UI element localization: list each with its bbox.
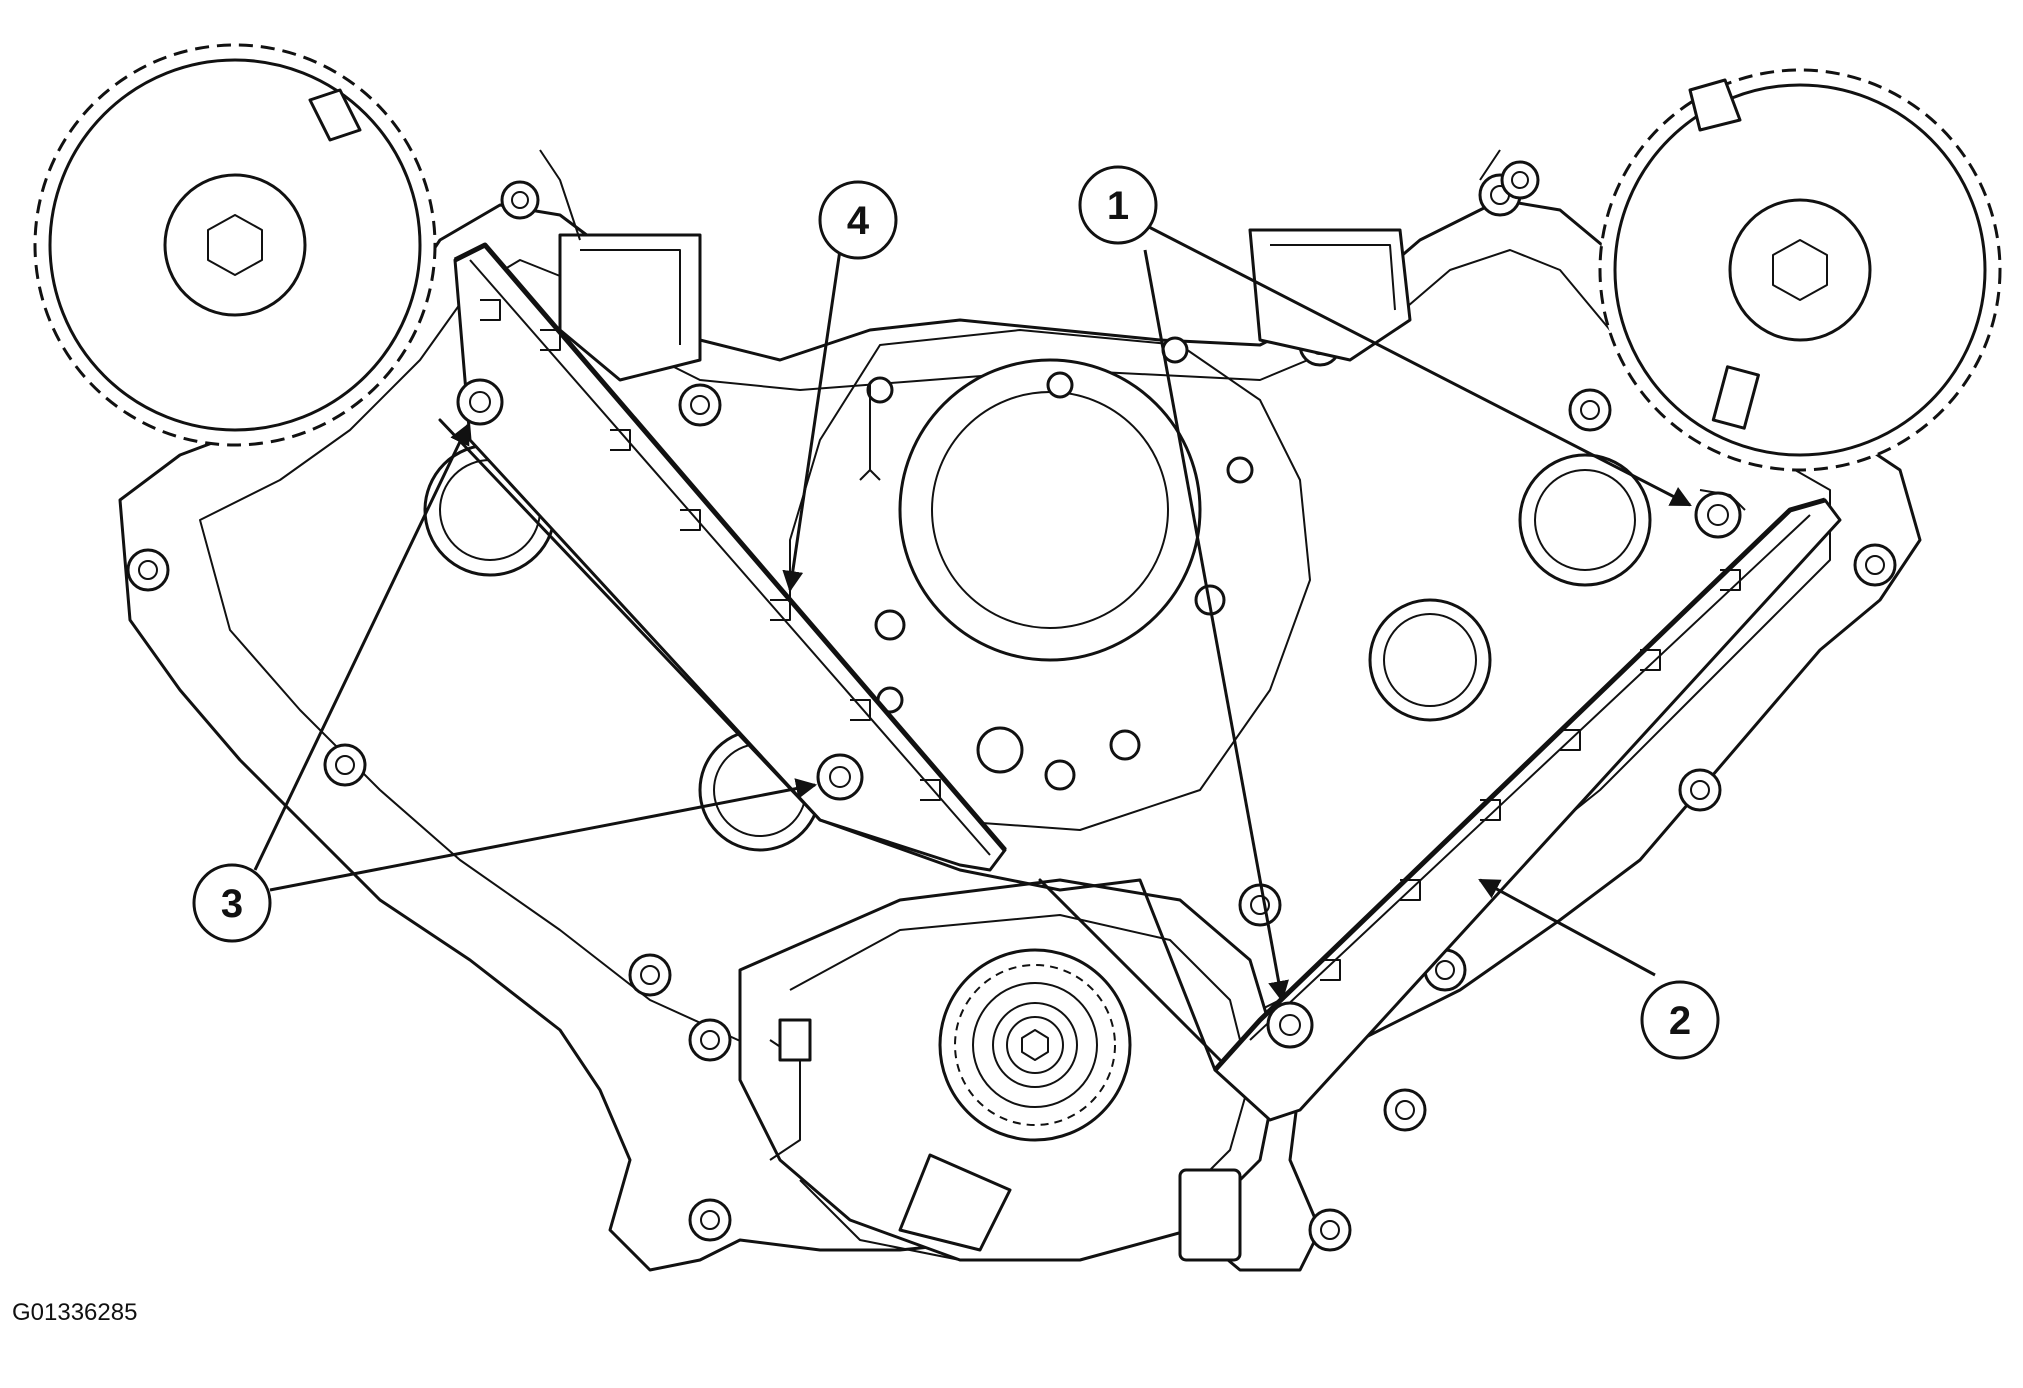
left-camshaft-sprocket bbox=[33, 43, 437, 447]
callout-1: 1 bbox=[1078, 165, 1158, 245]
right-camshaft-sprocket bbox=[1598, 68, 2002, 472]
crankshaft-sprocket bbox=[938, 948, 1132, 1142]
svg-text:1: 1 bbox=[1107, 184, 1129, 228]
callout-3: 3 bbox=[192, 863, 272, 943]
callout-4: 4 bbox=[818, 180, 898, 260]
upper-housings bbox=[539, 149, 1501, 382]
svg-text:3: 3 bbox=[221, 882, 243, 926]
left-timing-chain-guide bbox=[453, 242, 1007, 872]
figure-id: G01336285 bbox=[12, 1299, 137, 1326]
callout-leaders bbox=[253, 223, 1692, 1003]
svg-text:2: 2 bbox=[1669, 999, 1691, 1043]
callout-2: 2 bbox=[1640, 980, 1720, 1060]
guide-bolts bbox=[456, 378, 1742, 1049]
timing-chain bbox=[438, 418, 1222, 1072]
svg-text:4: 4 bbox=[847, 199, 870, 243]
right-timing-chain-guide bbox=[1213, 489, 1842, 1122]
